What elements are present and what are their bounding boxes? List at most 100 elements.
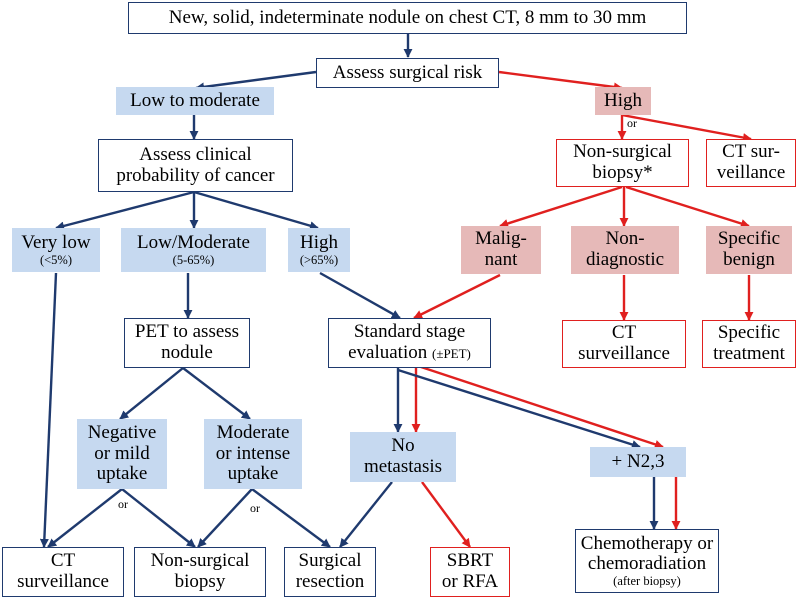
high-probability-label: High: [300, 231, 338, 253]
standard-stage-node: Standard stage evaluation (±PET): [328, 318, 491, 368]
malignant-line1: Malig-: [475, 228, 527, 250]
edge-nonsurgical-biopsy-top-to-malignant-red: [499, 185, 623, 228]
ct-surveillance-top-node: CT sur- veillance: [706, 139, 796, 187]
ct-surveillance-top-line2: veillance: [716, 162, 786, 183]
specific-benign-line2: benign: [723, 249, 775, 270]
standard-stage-line1: Standard stage: [353, 321, 466, 343]
or-label-high: or: [627, 116, 637, 130]
assess-clinical-probability-node: Assess clinical probability of cancer: [98, 139, 293, 192]
low-moderate-probability-node: Low/Moderate (5-65%): [121, 228, 266, 272]
ct-surveillance-mid-line2: surveillance: [578, 343, 670, 364]
nonsurgical-biopsy-bottom-line1: Non-surgical: [150, 550, 250, 572]
low-moderate-risk-label: Low to moderate: [130, 89, 260, 111]
start-node-label: New, solid, indeterminate nodule on ches…: [168, 6, 647, 28]
standard-stage-pet-note: (±PET): [431, 346, 471, 361]
specific-treatment-line2: treatment: [713, 343, 785, 364]
edge-negative-mild-to-ct-surveillance-bottom-navy: [47, 488, 123, 548]
assess-clinical-line1: Assess clinical: [139, 143, 252, 165]
edge-moderate-intense-to-nonsurgical-biopsy-bottom-navy: [197, 488, 253, 548]
n23-node: + N2,3: [590, 447, 686, 477]
low-moderate-probability-label: Low/Moderate: [137, 231, 250, 253]
ct-surveillance-mid-line1: CT: [611, 322, 637, 344]
nonsurgical-biopsy-bottom-node: Non-surgical biopsy: [134, 547, 266, 597]
surgical-resection-line2: resection: [295, 571, 365, 592]
or-label-moderate: or: [250, 501, 260, 515]
edge-high-prob-to-standard-stage-navy: [319, 271, 401, 320]
ct-surveillance-bottom-line2: surveillance: [17, 571, 109, 592]
pet-assess-node: PET to assess nodule: [124, 318, 250, 368]
sbrt-rfa-node: SBRT or RFA: [430, 547, 510, 597]
negative-mild-line3: uptake: [96, 463, 148, 485]
chemotherapy-line1: Chemotherapy or: [580, 532, 714, 554]
ct-surveillance-mid-node: CT surveillance: [562, 320, 686, 368]
low-moderate-risk-node: Low to moderate: [116, 87, 274, 115]
high-probability-percent: (>65%): [299, 252, 339, 267]
surgical-resection-line1: Surgical: [298, 550, 362, 572]
specific-benign-line1: Specific: [717, 228, 781, 250]
sbrt-rfa-line1: SBRT: [446, 550, 494, 572]
nonsurgical-biopsy-top-line2: biopsy*: [592, 162, 653, 183]
nonsurgical-biopsy-top-node: Non-surgical biopsy*: [556, 139, 689, 187]
very-low-node: Very low (<5%): [12, 228, 100, 272]
low-moderate-probability-percent: (5-65%): [172, 252, 215, 267]
very-low-percent: (<5%): [39, 252, 73, 267]
pet-assess-line2: nodule: [161, 342, 213, 363]
malignant-line2: nant: [484, 249, 518, 270]
or-label-negative: or: [118, 497, 128, 511]
pet-assess-line1: PET to assess: [134, 321, 240, 343]
negative-mild-uptake-node: Negative or mild uptake: [77, 419, 167, 489]
malignant-node: Malig- nant: [461, 226, 541, 274]
moderate-intense-line3: uptake: [227, 463, 279, 485]
specific-treatment-node: Specific treatment: [702, 320, 796, 368]
no-metastasis-node: No metastasis: [350, 432, 456, 482]
ct-surveillance-top-line1: CT sur-: [722, 141, 780, 163]
edge-assess-risk-to-high-risk-red: [498, 70, 623, 92]
very-low-label: Very low: [21, 231, 91, 253]
edge-no-metastasis-to-sbrt-rfa-red: [421, 481, 471, 548]
edge-malignant-to-standard-stage-red: [413, 273, 501, 320]
high-probability-node: High (>65%): [288, 228, 350, 272]
high-risk-node: High: [595, 87, 651, 115]
specific-benign-node: Specific benign: [706, 226, 792, 274]
standard-stage-line2: evaluation (±PET): [348, 342, 471, 364]
standard-stage-line2-text: evaluation: [348, 342, 428, 363]
nonsurgical-biopsy-top-line1: Non-surgical: [573, 141, 672, 163]
edge-standard-stage-to-n23-red: [417, 364, 664, 449]
sbrt-rfa-line2: or RFA: [441, 571, 499, 592]
moderate-intense-line1: Moderate: [216, 422, 290, 444]
moderate-intense-line2: or intense: [215, 442, 291, 464]
assess-surgical-risk-node: Assess surgical risk: [316, 58, 499, 88]
nondiagnostic-node: Non- diagnostic: [571, 226, 679, 274]
edge-assess-clinical-to-very-low-navy: [55, 190, 195, 231]
edge-pet-assess-to-moderate-intense-navy: [182, 367, 251, 420]
negative-mild-line2: or mild: [94, 442, 150, 464]
nondiagnostic-line2: diagnostic: [585, 249, 665, 270]
nondiagnostic-line1: Non-: [605, 228, 645, 250]
ct-surveillance-bottom-node: CT surveillance: [2, 547, 124, 597]
nonsurgical-biopsy-bottom-line2: biopsy: [174, 571, 226, 592]
edge-assess-risk-to-low-moderate-navy: [195, 70, 317, 92]
assess-surgical-risk-label: Assess surgical risk: [332, 61, 483, 83]
no-metastasis-line1: No: [391, 435, 415, 457]
surgical-resection-node: Surgical resection: [284, 547, 376, 597]
assess-clinical-line2: probability of cancer: [116, 164, 275, 186]
edge-pet-assess-to-negative-mild-navy: [119, 367, 184, 420]
negative-mild-line1: Negative: [87, 422, 157, 444]
chemotherapy-note: (after biopsy): [613, 573, 681, 588]
n23-label: + N2,3: [611, 450, 665, 472]
edge-no-metastasis-to-surgical-resection-navy: [339, 481, 393, 548]
edge-standard-stage-to-n23-navy: [397, 368, 641, 449]
moderate-intense-uptake-node: Moderate or intense uptake: [204, 419, 302, 489]
edge-very-low-to-ct-surveillance-bottom-navy: [39, 272, 58, 548]
specific-treatment-line1: Specific: [717, 322, 781, 344]
ct-surveillance-bottom-line1: CT: [50, 550, 76, 572]
edge-high-risk-to-ct-surveillance-top-red: [621, 113, 752, 142]
edge-nonsurgical-biopsy-top-to-specific-benign-red: [625, 185, 750, 228]
edge-assess-clinical-to-high-prob-navy: [193, 190, 319, 231]
chemotherapy-line2: chemoradiation: [587, 553, 707, 575]
edge-negative-mild-to-nonsurgical-biopsy-bottom-navy: [121, 488, 196, 548]
chemotherapy-node: Chemotherapy or chemoradiation (after bi…: [575, 529, 719, 593]
edge-moderate-intense-to-surgical-resection-navy: [251, 488, 331, 548]
